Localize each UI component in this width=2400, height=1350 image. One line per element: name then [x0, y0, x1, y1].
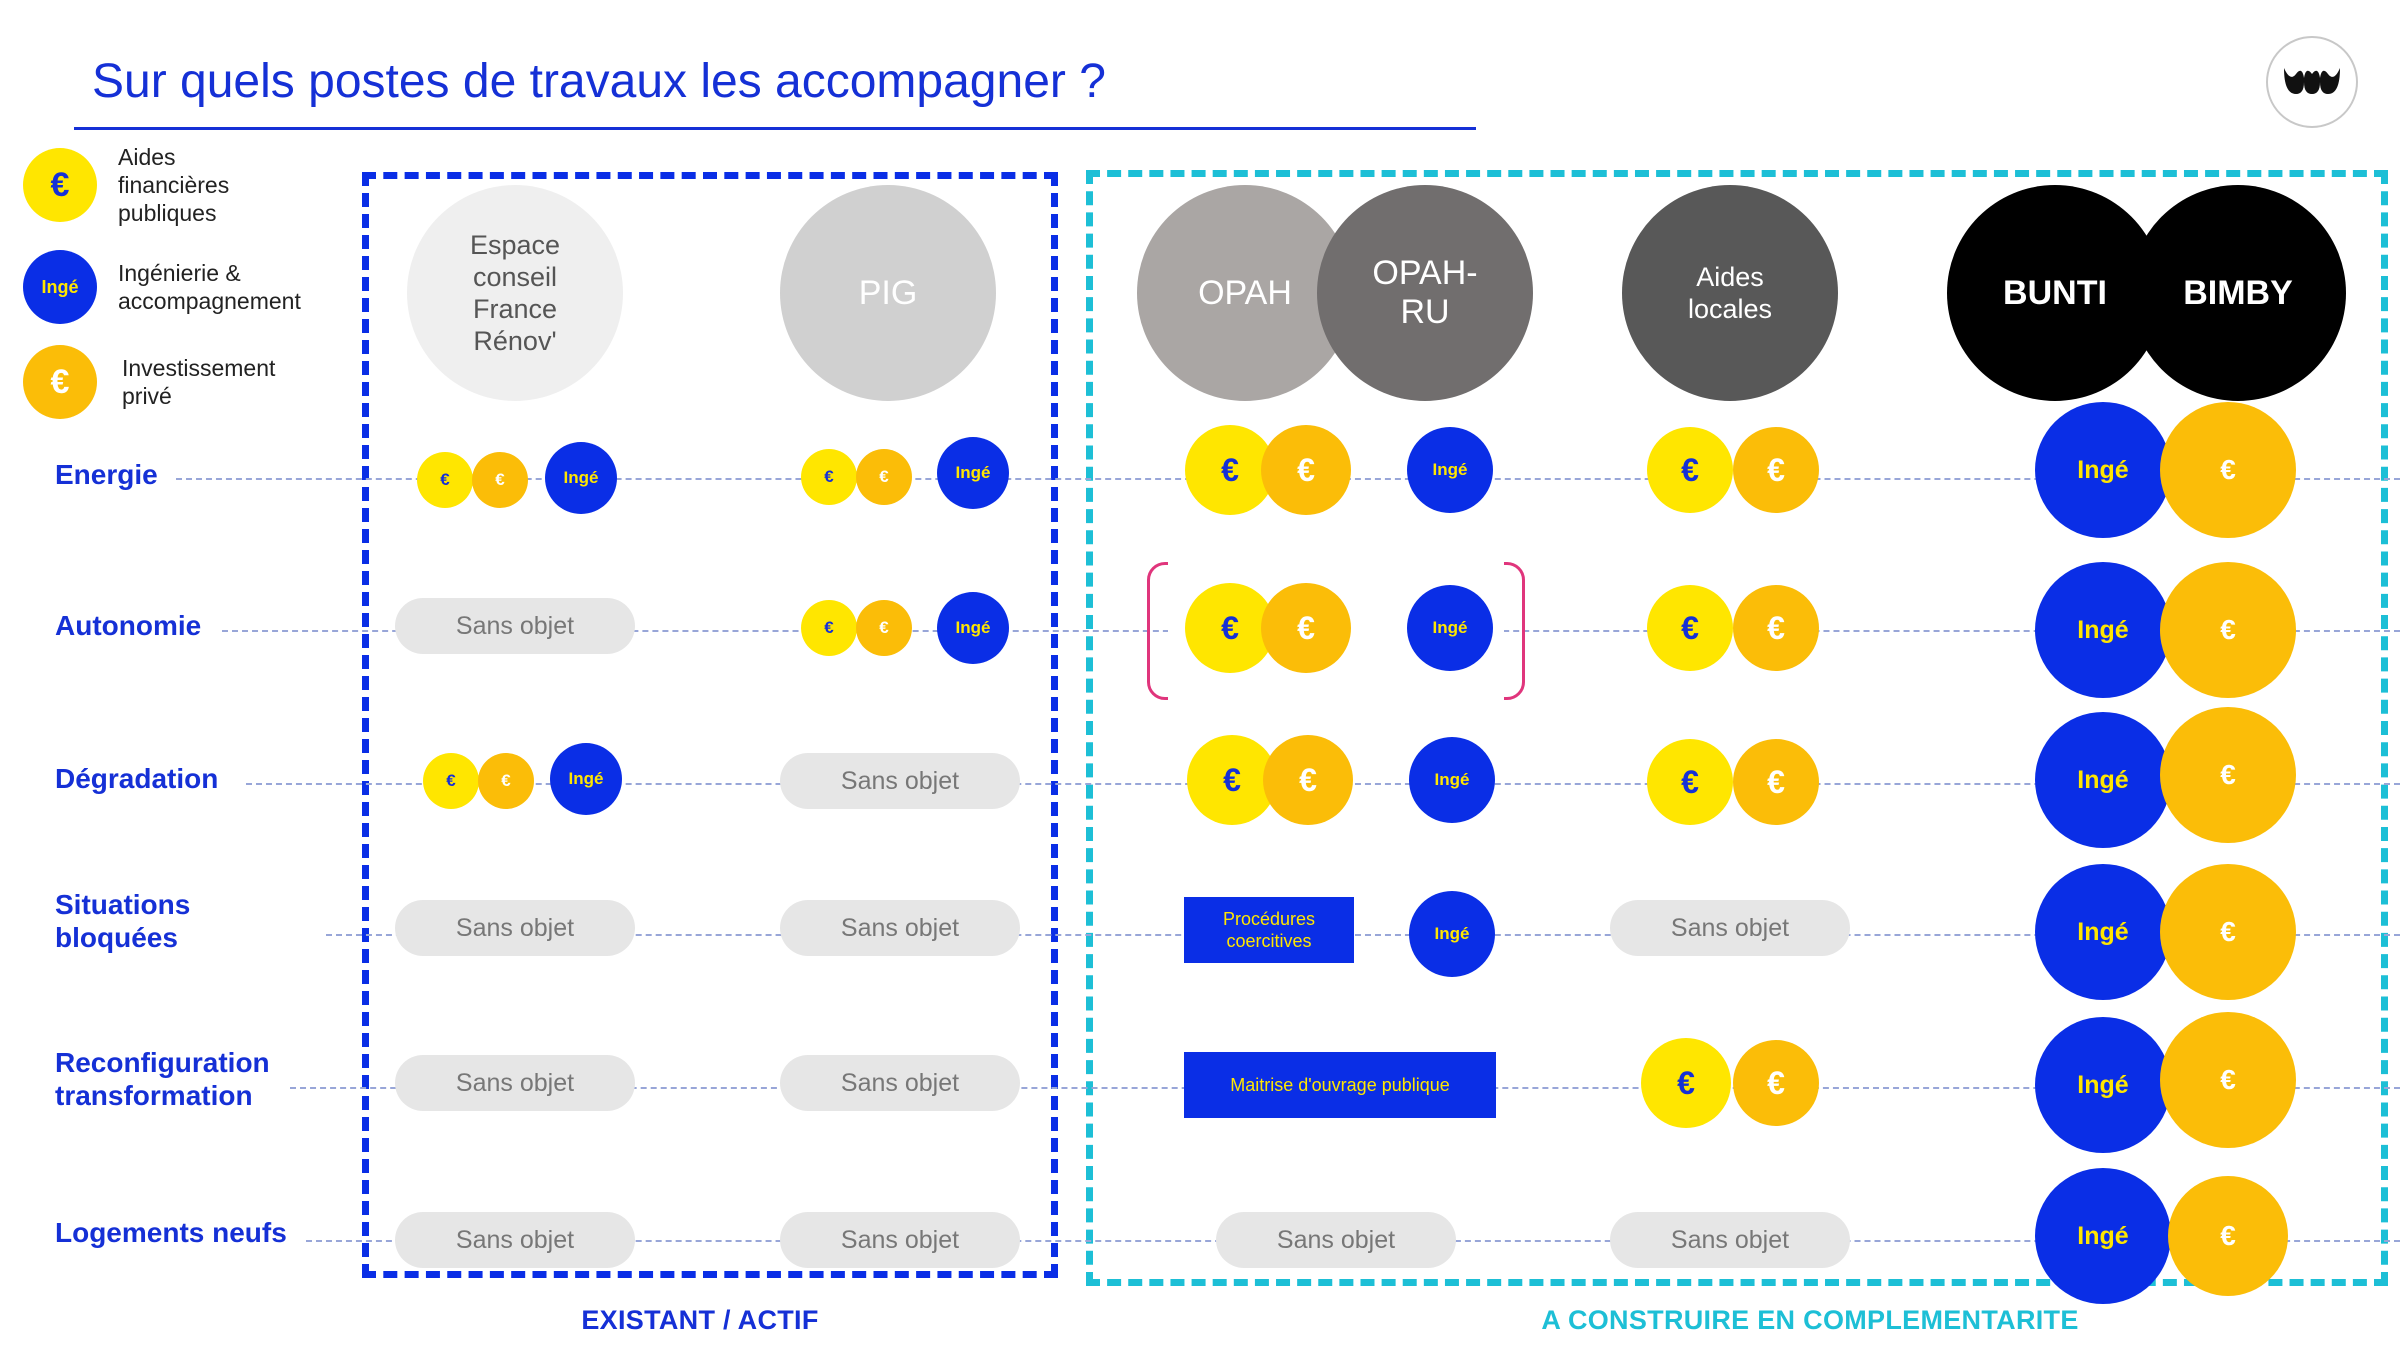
logo-icon: [2284, 68, 2340, 94]
private-investment-coin: €: [472, 452, 528, 508]
inge-coin: Ingé: [2035, 1017, 2171, 1153]
inge-coin: Ingé: [550, 743, 622, 815]
construire-box: [1086, 170, 2388, 1286]
column-header-circle: PIG: [780, 185, 996, 401]
column-header-circle: Aides locales: [1622, 185, 1838, 401]
inge-coin: Ingé: [2035, 712, 2171, 848]
footer-existant: EXISTANT / ACTIF: [581, 1305, 819, 1335]
private-investment-coin: €: [2160, 864, 2296, 1000]
public-aid-coin: €: [1185, 583, 1275, 673]
public-aid-coin: €: [1647, 427, 1733, 513]
logo: [2266, 36, 2358, 128]
inge-coin: Ingé: [2035, 864, 2171, 1000]
inge-coin: Ingé: [1409, 891, 1495, 977]
legend-priv-icon: €: [23, 345, 97, 419]
legend-label: Investissement privé: [122, 355, 276, 409]
private-investment-coin: €: [1733, 739, 1819, 825]
public-aid-coin: €: [1647, 585, 1733, 671]
sans-objet-pill: Sans objet: [395, 1212, 635, 1268]
private-investment-coin: €: [1733, 1040, 1819, 1126]
sans-objet-pill: Sans objet: [1610, 900, 1850, 956]
column-header-circle: BIMBY: [2130, 185, 2346, 401]
inge-coin: Ingé: [1407, 585, 1493, 671]
private-investment-coin: €: [1263, 735, 1353, 825]
column-header-circle: Espace conseil France Rénov': [407, 185, 623, 401]
private-investment-coin: €: [1733, 585, 1819, 671]
sans-objet-pill: Sans objet: [395, 598, 635, 654]
sans-objet-pill: Sans objet: [395, 900, 635, 956]
inge-coin: Ingé: [937, 592, 1009, 664]
sans-objet-pill: Sans objet: [780, 900, 1020, 956]
inge-coin: Ingé: [1407, 427, 1493, 513]
column-header-circle: BUNTI: [1947, 185, 2163, 401]
sans-objet-pill: Sans objet: [780, 1212, 1020, 1268]
maitrise-ouvrage-box: Maitrise d'ouvrage publique: [1184, 1052, 1496, 1118]
sans-objet-pill: Sans objet: [780, 753, 1020, 809]
row-label: Situations bloquées: [55, 889, 191, 953]
private-investment-coin: €: [856, 449, 912, 505]
inge-coin: Ingé: [2035, 562, 2171, 698]
public-aid-coin: €: [1641, 1038, 1731, 1128]
private-investment-coin: €: [2160, 562, 2296, 698]
private-investment-coin: €: [1261, 583, 1351, 673]
sans-objet-pill: Sans objet: [1216, 1212, 1456, 1268]
sans-objet-pill: Sans objet: [395, 1055, 635, 1111]
page-title: Sur quels postes de travaux les accompag…: [92, 55, 1106, 108]
private-investment-coin: €: [2160, 402, 2296, 538]
row-label: Dégradation: [55, 763, 219, 794]
public-aid-coin: €: [417, 452, 473, 508]
inge-coin: Ingé: [2035, 402, 2171, 538]
private-investment-coin: €: [2168, 1176, 2288, 1296]
row-label: Logements neufs: [55, 1217, 287, 1248]
procedures-coercitives-box: Procédures coercitives: [1184, 897, 1354, 963]
title-underline: [74, 127, 1476, 130]
sans-objet-pill: Sans objet: [780, 1055, 1020, 1111]
public-aid-coin: €: [1185, 425, 1275, 515]
legend-label: Aides financières publiques: [118, 144, 230, 226]
private-investment-coin: €: [856, 600, 912, 656]
row-label: Energie: [55, 459, 158, 490]
inge-coin: Ingé: [2035, 1168, 2171, 1304]
private-investment-coin: €: [2160, 707, 2296, 843]
footer-construire: A CONSTRUIRE EN COMPLEMENTARITE: [1541, 1305, 2079, 1335]
row-label: Reconfiguration transformation: [55, 1047, 270, 1111]
row-guide-line: [326, 934, 2400, 936]
sans-objet-pill: Sans objet: [1610, 1212, 1850, 1268]
inge-coin: Ingé: [545, 442, 617, 514]
public-aid-coin: €: [1187, 735, 1277, 825]
private-investment-coin: €: [2160, 1012, 2296, 1148]
inge-coin: Ingé: [937, 437, 1009, 509]
private-investment-coin: €: [478, 753, 534, 809]
legend-pub-icon: €: [23, 148, 97, 222]
existant-box: [362, 172, 1058, 1278]
row-label: Autonomie: [55, 610, 202, 641]
public-aid-coin: €: [1647, 739, 1733, 825]
public-aid-coin: €: [801, 449, 857, 505]
public-aid-coin: €: [423, 753, 479, 809]
private-investment-coin: €: [1733, 427, 1819, 513]
private-investment-coin: €: [1261, 425, 1351, 515]
public-aid-coin: €: [801, 600, 857, 656]
legend-inge-icon: Ingé: [23, 250, 97, 324]
legend-label: Ingénierie & accompagnement: [118, 260, 301, 314]
inge-coin: Ingé: [1409, 737, 1495, 823]
column-header-circle: OPAH- RU: [1317, 185, 1533, 401]
